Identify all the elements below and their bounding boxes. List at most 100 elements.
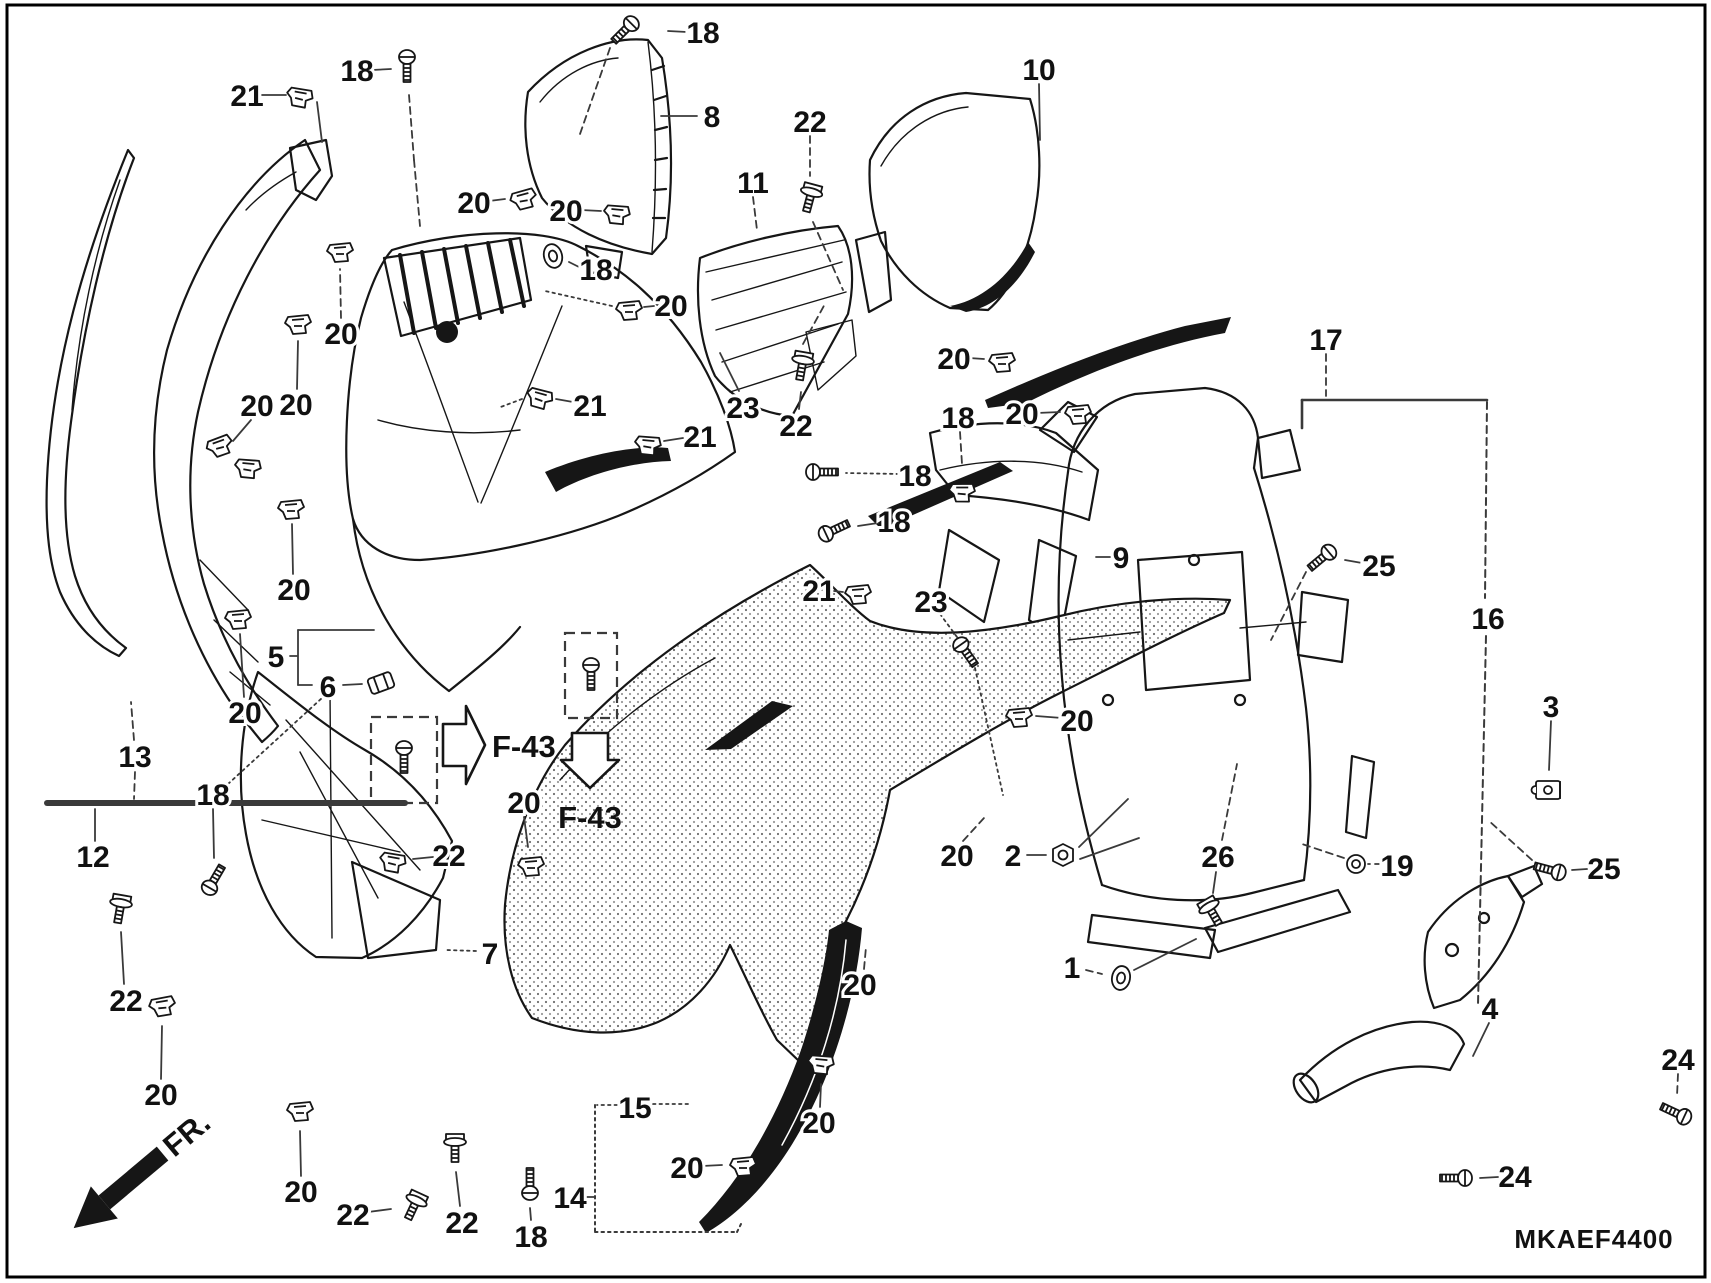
callout-label-18: 18: [877, 506, 910, 539]
callout-label-3: 3: [1543, 691, 1560, 724]
callout-label-23: 23: [726, 392, 759, 425]
callout-label-16: 16: [1471, 603, 1504, 636]
callout-label-10: 10: [1022, 54, 1055, 87]
ref-label-f43: F-43: [492, 729, 556, 764]
fastener-clip-icon: [286, 86, 314, 109]
callout-label-22: 22: [779, 410, 812, 443]
callout-label-11: 11: [737, 167, 769, 200]
leader-line: [299, 1130, 302, 1177]
leader-line: [1344, 559, 1363, 564]
fastener-screw-icon: [1659, 1102, 1693, 1126]
leader-line: [1078, 798, 1129, 848]
callout-label-18: 18: [340, 55, 373, 88]
leader-line: [1479, 1176, 1499, 1179]
callout-label-20: 20: [940, 840, 973, 873]
leader-line: [819, 1083, 822, 1108]
leader-line: [1133, 938, 1197, 971]
callout-label-18: 18: [514, 1221, 547, 1254]
leader-line: [296, 340, 299, 390]
leader-line: [643, 305, 655, 308]
leader-line: [974, 667, 1004, 796]
fastener-nut-icon: [1052, 843, 1074, 867]
fastener-screw-icon: [805, 463, 839, 481]
callout-label-15: 15: [618, 1092, 651, 1125]
fastener-clip-icon: [234, 458, 262, 480]
leader-line: [1212, 871, 1217, 894]
callout-label-20: 20: [843, 969, 876, 1002]
callout-label-25: 25: [1362, 550, 1395, 583]
leader-line: [342, 683, 363, 686]
leader-line: [120, 931, 125, 985]
page-border: [5, 3, 1707, 1279]
callout-label-24: 24: [1661, 1044, 1695, 1077]
callout-label-18: 18: [898, 460, 931, 493]
ref-arrow-right-icon: [441, 704, 487, 786]
fastener-ring-icon: [1346, 854, 1366, 874]
callout-label-2: 2: [1005, 840, 1022, 873]
leader-line: [130, 701, 135, 741]
part-lower-front-cowl-15: [503, 317, 1232, 1064]
fastener-grommet-icon: [542, 243, 564, 269]
part-inner-panel-7: [239, 670, 454, 960]
leader-line: [488, 198, 506, 202]
fr-direction-arrow: FR.: [73, 1105, 217, 1229]
callout-label-23: 23: [914, 586, 947, 619]
callout-label-20: 20: [457, 187, 490, 220]
part-windshield-lower-garnish-13: [45, 148, 136, 658]
fastener-screw-icon: [952, 636, 979, 669]
fastener-screw-icon: [1532, 861, 1567, 882]
leader-line: [1548, 720, 1552, 771]
callout-label-20: 20: [324, 318, 357, 351]
fastener-clip-icon: [379, 851, 407, 874]
fastener-bolt-icon: [109, 892, 133, 925]
callout-label-22: 22: [109, 985, 142, 1018]
callout-label-13: 13: [118, 741, 151, 774]
leader-line: [232, 419, 252, 442]
fastener-clipnut-icon: [1530, 780, 1561, 800]
callout-label-20: 20: [654, 290, 687, 323]
fastener-clip-icon: [634, 435, 662, 457]
fastener-screw-icon: [395, 740, 413, 774]
callout-label-20: 20: [240, 390, 273, 423]
leader-line: [568, 261, 582, 269]
leader-line: [497, 398, 523, 409]
insertion-guide-box: [369, 715, 439, 805]
callout-label-6: 6: [320, 671, 337, 704]
part-front-cowl: [345, 232, 737, 693]
callout-label-18: 18: [686, 17, 719, 50]
callout-label-14: 14: [553, 1182, 587, 1215]
leader-line: [719, 352, 740, 392]
part-upper-cowl-garnish-8: [524, 38, 673, 280]
leader-line: [580, 209, 602, 212]
leader-line: [529, 1207, 532, 1221]
callout-label-19: 19: [1380, 850, 1413, 883]
fastener-clip-icon: [148, 995, 176, 1018]
callout-label-4: 4: [1482, 993, 1499, 1026]
callout-label-20: 20: [1060, 705, 1093, 738]
part-front-bracket-4: [1292, 864, 1544, 1104]
fastener-bolt-icon: [1196, 894, 1223, 927]
fastener-screw-icon: [582, 657, 600, 691]
callout-label-9: 9: [1113, 542, 1130, 575]
callout-label-12: 12: [76, 841, 109, 874]
ref-label-f43: F-43: [558, 800, 622, 835]
callout-label-22: 22: [432, 840, 465, 873]
callout-label-7: 7: [482, 938, 499, 971]
leader-line: [212, 808, 215, 859]
fastener-clip-icon: [948, 482, 976, 503]
callout-label-20: 20: [144, 1079, 177, 1112]
part-cowl-molding-strip: [699, 921, 862, 1233]
fastener-clip-icon: [729, 1156, 757, 1177]
leader-line: [579, 47, 611, 135]
diagram-code: MKAEF4400: [1514, 1224, 1673, 1254]
callout-label-20: 20: [228, 697, 261, 730]
leader-line: [412, 856, 434, 860]
leader-line: [1472, 1022, 1490, 1057]
fastener-clip-icon: [807, 1054, 835, 1076]
leader-line: [1221, 763, 1238, 841]
callout-label-26: 26: [1201, 841, 1234, 874]
fastener-clip-icon: [1005, 707, 1033, 728]
leader-line: [1035, 715, 1063, 719]
fastener-clip-icon: [517, 856, 545, 877]
